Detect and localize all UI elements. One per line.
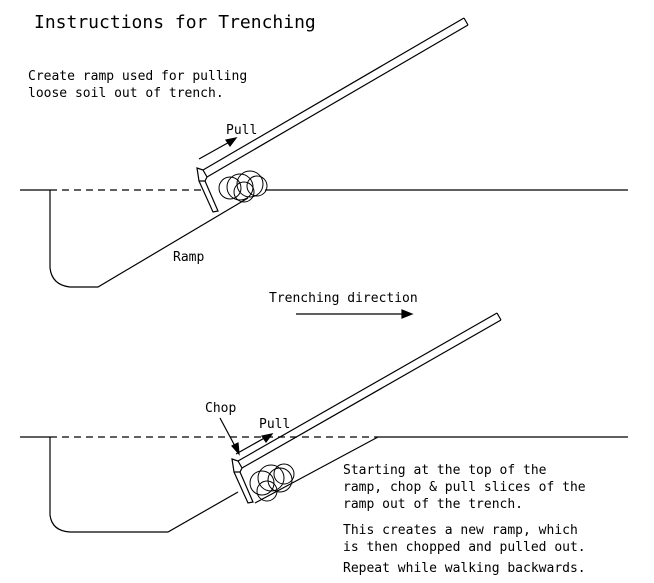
note-line-2: ramp, chop & pull slices of the	[343, 480, 586, 495]
top-trench	[20, 189, 628, 288]
note-line-3: ramp out of the trench.	[343, 497, 523, 512]
top-pull-arrow	[198, 137, 238, 160]
pull-label-top: Pull	[226, 123, 257, 138]
bottom-pull-arrow	[235, 433, 274, 455]
pull-label-bottom: Pull	[259, 417, 290, 432]
note-line-1: Starting at the top of the	[343, 463, 547, 478]
note-line-5: is then chopped and pulled out.	[343, 540, 586, 555]
chop-arrow	[219, 417, 240, 456]
bottom-soil-clods	[249, 463, 295, 502]
direction-label: Trenching direction	[269, 291, 418, 306]
bottom-trench	[20, 436, 628, 533]
intro-line-1: Create ramp used for pulling	[28, 69, 247, 84]
chop-label: Chop	[205, 401, 236, 416]
top-soil-clods	[218, 170, 268, 203]
ramp-label: Ramp	[173, 250, 204, 265]
intro-line-2: loose soil out of trench.	[28, 86, 224, 101]
note-line-6: Repeat while walking backwards.	[343, 561, 586, 576]
diagram-title: Instructions for Trenching	[34, 12, 316, 33]
note-line-4: This creates a new ramp, which	[343, 523, 578, 538]
top-shovel	[196, 17, 469, 213]
direction-arrow	[296, 309, 414, 319]
bottom-shovel	[231, 312, 502, 504]
